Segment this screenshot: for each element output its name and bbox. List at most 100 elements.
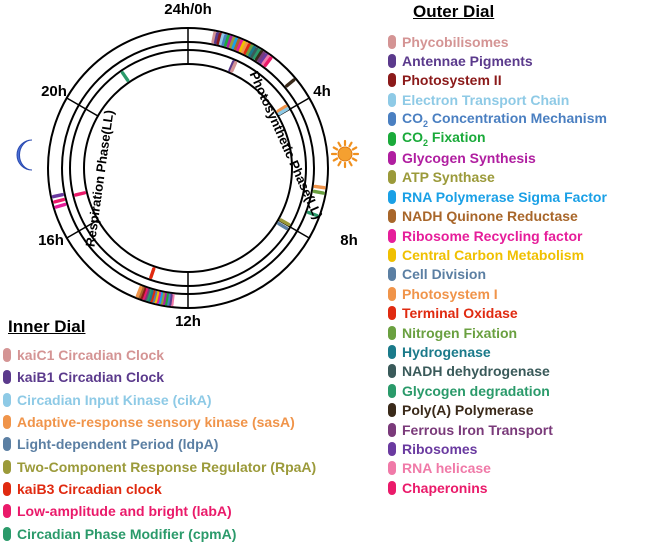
legend-swatch — [388, 54, 396, 69]
outer-dial-marks — [51, 31, 326, 307]
inner-mark — [277, 107, 289, 116]
outer-mark — [243, 43, 251, 55]
outer-mark — [219, 33, 225, 46]
legend-label: Circadian Input Kinase (cikA) — [17, 391, 212, 408]
legend-swatch — [388, 325, 396, 340]
legend-label: Antennae Pigments — [402, 53, 533, 70]
outer-mark — [151, 290, 158, 303]
outer-legend-item: ATP Synthase — [388, 168, 607, 187]
outer-mark — [149, 290, 156, 303]
hour-tick-16 — [66, 219, 99, 239]
inner-legend-item: kaiB3 Circadian clock — [3, 478, 316, 500]
legend-swatch — [3, 459, 11, 474]
legend-label: Ferrous Iron Transport — [402, 421, 553, 438]
outer-mark — [211, 31, 217, 44]
outer-mark — [141, 287, 149, 300]
inner-mark — [276, 104, 288, 113]
outer-mark — [245, 44, 254, 56]
legend-swatch — [388, 170, 396, 185]
legend-label: Glycogen degradation — [402, 382, 550, 399]
sun-ray — [337, 160, 342, 167]
outer-mark — [135, 285, 143, 298]
outer-legend-item: Photosystem II — [388, 71, 607, 90]
inner-mark — [73, 191, 87, 197]
time-label-20h: 20h — [41, 83, 67, 100]
outer-mark — [147, 289, 154, 302]
legend-label: Ribosomes — [402, 440, 478, 457]
legend-label: CO2 Concentration Mechanism — [402, 109, 607, 129]
outer-mark — [168, 293, 173, 306]
inner-legend-item: Two-Component Response Regulator (RpaA) — [3, 455, 316, 477]
legend-swatch — [388, 286, 396, 301]
outer-mark — [155, 291, 162, 304]
outer-mark — [263, 56, 273, 68]
legend-swatch — [388, 73, 396, 88]
legend-label: Adaptive-response sensory kinase (sasA) — [17, 414, 295, 431]
legend-swatch — [3, 348, 11, 363]
legend-label: Photosystem I — [402, 285, 498, 302]
outer-mark — [51, 193, 65, 199]
outer-mark — [241, 41, 249, 54]
legend-label: Two-Component Response Regulator (RpaA) — [17, 458, 317, 475]
legend-swatch — [3, 370, 11, 385]
inner-mark — [228, 60, 236, 72]
sun-icon — [330, 139, 360, 169]
outer-legend-item: RNA Polymerase Sigma Factor — [388, 187, 607, 206]
legend-swatch — [3, 437, 11, 452]
legend-swatch — [388, 92, 396, 107]
legend-swatch — [388, 189, 396, 204]
legend-label: CO2 Fixation — [402, 129, 486, 149]
legend-label: Poly(A) Polymerase — [402, 402, 534, 419]
outer-legend-item: NADH Quinone Reductase — [388, 207, 607, 226]
legend-swatch — [388, 461, 396, 476]
outer-legend-item: Terminal Oxidase — [388, 303, 607, 322]
legend-label: Cell Division — [402, 266, 487, 283]
outer-mark — [313, 184, 326, 190]
outer-legend-item: Central Carbon Metabolism — [388, 245, 607, 264]
legend-label: Low-amplitude and bright (labA) — [17, 503, 232, 520]
outer-mark — [153, 291, 160, 304]
outer-mark — [221, 34, 228, 47]
time-label-16h: 16h — [38, 232, 64, 249]
outer-mark — [163, 293, 169, 306]
outer-legend-item: RNA helicase — [388, 459, 607, 478]
inner-dial-marks — [73, 60, 291, 280]
legend-label: NADH Quinone Reductase — [402, 208, 578, 225]
sun-ray — [351, 146, 358, 151]
legend-label: RNA helicase — [402, 460, 491, 477]
sun-disc — [337, 146, 353, 162]
time-label-8h: 8h — [340, 232, 358, 249]
outer-mark — [143, 288, 150, 301]
inner-legend-item: Adaptive-response sensory kinase (sasA) — [3, 411, 316, 433]
legend-swatch — [388, 344, 396, 359]
outer-legend-item: Chaperonins — [388, 478, 607, 497]
outer-legend-item: Photosystem I — [388, 284, 607, 303]
sun-ray — [337, 141, 342, 148]
outer-mark — [229, 36, 236, 49]
legend-swatch — [3, 481, 11, 496]
legend-label: Electron Transport Chain — [402, 91, 570, 108]
outer-mark — [312, 189, 325, 195]
legend-swatch — [388, 422, 396, 437]
outer-mark — [145, 289, 152, 302]
outer-mark — [306, 210, 319, 218]
legend-swatch — [388, 306, 396, 321]
outer-mark — [213, 32, 220, 45]
outer-legend-item: Hydrogenase — [388, 342, 607, 361]
inner-legend-item: kaiC1 Circadian Clock — [3, 344, 316, 366]
outer-mark — [248, 45, 256, 58]
outer-mark — [250, 47, 259, 59]
outer-legend-item: Phycobilisomes — [388, 32, 607, 51]
sun-ray — [332, 157, 339, 162]
outer-mark — [165, 293, 171, 306]
sun-ray — [332, 146, 339, 151]
legend-label: Ribosome Recycling factor — [402, 227, 583, 244]
legend-label: Phycobilisomes — [402, 33, 509, 50]
legend-swatch — [388, 383, 396, 398]
outer-mark — [231, 37, 239, 50]
legend-label: RNA Polymerase Sigma Factor — [402, 188, 607, 205]
legend-swatch — [3, 415, 11, 430]
sun-ray — [351, 157, 358, 162]
outer-legend-item: Antennae Pigments — [388, 51, 607, 70]
